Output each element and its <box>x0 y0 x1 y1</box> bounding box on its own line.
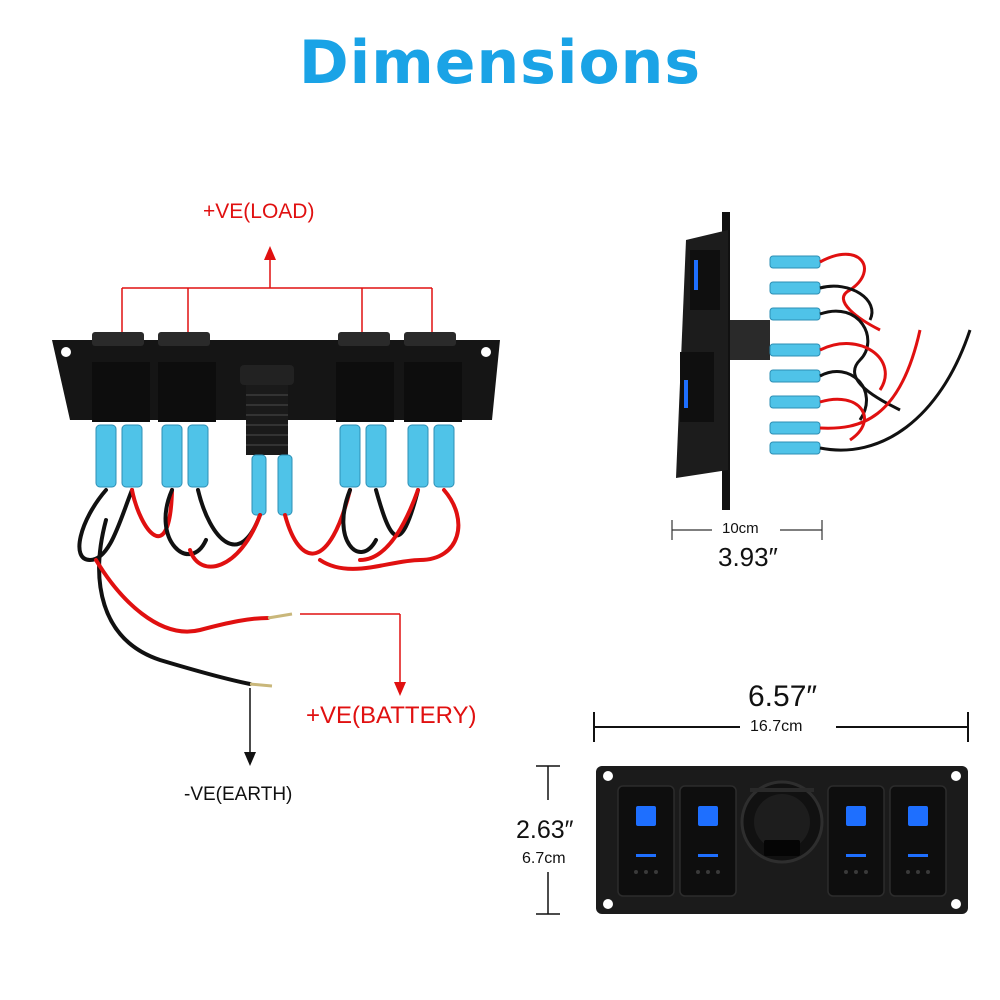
height-imperial: 2.63″ <box>516 816 574 844</box>
front-panel-photo <box>596 766 968 914</box>
page-title: Dimensions <box>298 28 702 98</box>
earth-label: -VE(EARTH) <box>184 784 293 805</box>
depth-dimension <box>671 520 823 540</box>
width-imperial: 6.57″ <box>748 680 818 713</box>
battery-arrow-icon <box>394 682 406 696</box>
width-metric: 16.7cm <box>750 718 803 735</box>
earth-arrow-icon <box>244 752 256 766</box>
depth-metric: 10cm <box>722 520 759 537</box>
width-dimension <box>593 712 969 742</box>
blue-connectors <box>95 424 455 516</box>
height-dimension <box>536 765 560 915</box>
side-view-photo <box>676 212 972 510</box>
wires <box>77 488 461 686</box>
depth-imperial: 3.93″ <box>718 542 778 572</box>
battery-label: +VE(BATTERY) <box>306 702 477 729</box>
battery-arrow <box>300 613 401 686</box>
panel-back <box>52 332 500 455</box>
load-arrow-icon <box>264 246 276 260</box>
load-label: +VE(LOAD) <box>203 200 315 223</box>
height-metric: 6.7cm <box>522 850 566 867</box>
